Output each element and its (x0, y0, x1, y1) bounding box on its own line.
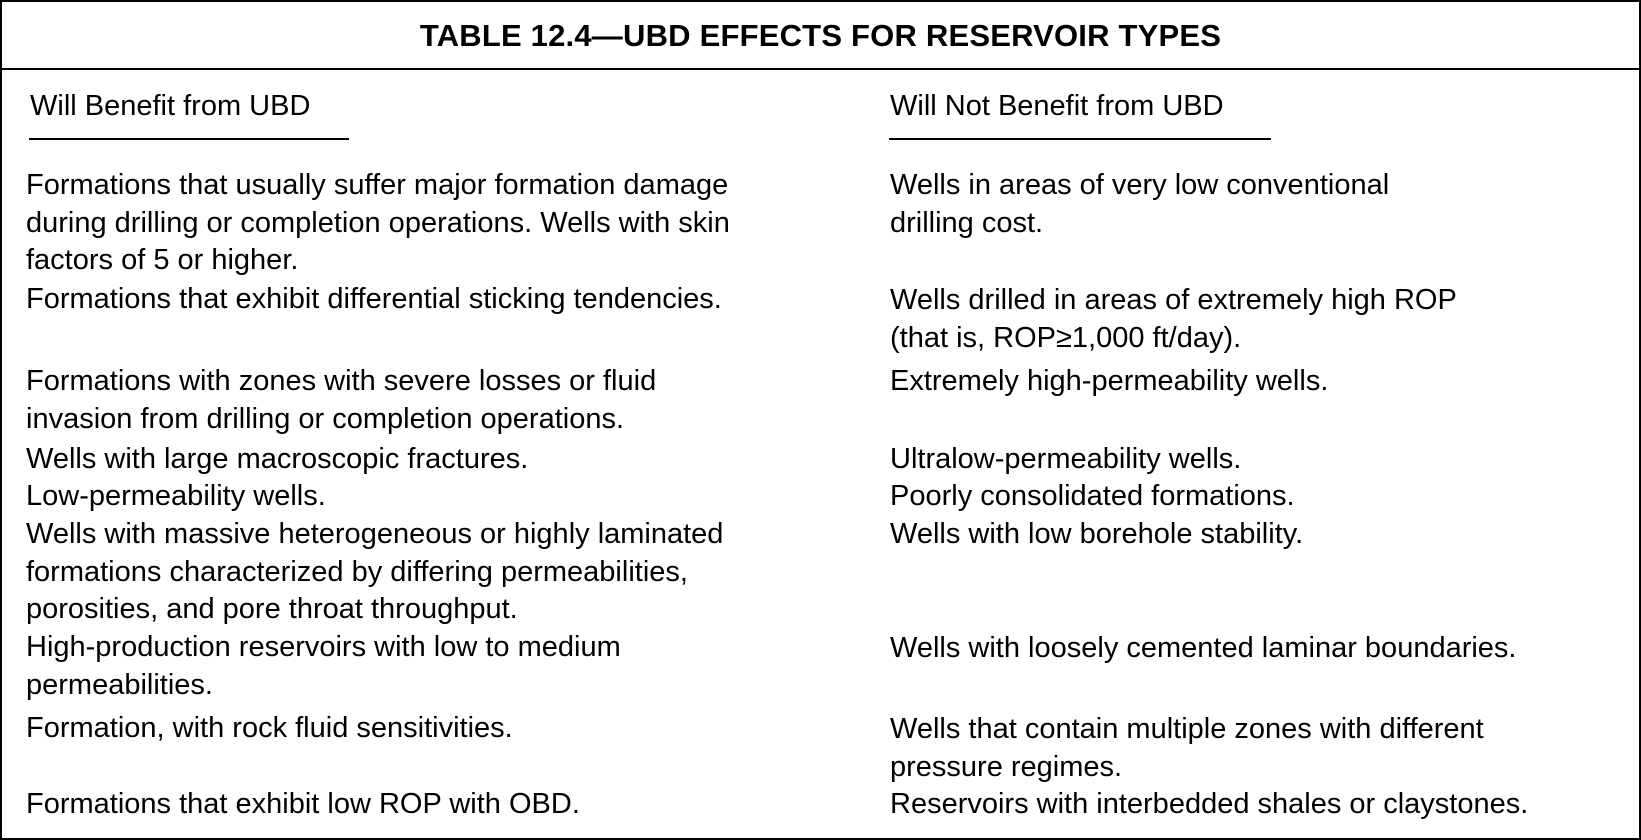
benefit-row: Low-permeability wells. (26, 480, 326, 512)
benefit-row: Formations that exhibit low ROP with OBD… (26, 788, 580, 820)
benefit-row: High-production reservoirs with low to m… (26, 631, 621, 701)
column-header-will-benefit: Will Benefit from UBD (30, 90, 311, 122)
no-benefit-row: Wells that contain multiple zones with d… (890, 713, 1484, 783)
no-benefit-row: Extremely high-permeability wells. (890, 365, 1329, 397)
table-title: TABLE 12.4—UBD EFFECTS FOR RESERVOIR TYP… (419, 18, 1222, 53)
no-benefit-row: Reservoirs with interbedded shales or cl… (890, 788, 1529, 820)
benefit-row: Wells with massive heterogeneous or high… (26, 518, 724, 625)
benefit-row: Formations that usually suffer major for… (26, 169, 730, 276)
column-header-underline (29, 138, 349, 140)
benefit-row: Formation, with rock fluid sensitivities… (26, 712, 513, 744)
benefit-row: Formations with zones with severe losses… (26, 365, 657, 435)
column-header-will-not-benefit: Will Not Benefit from UBD (890, 90, 1224, 122)
no-benefit-row: Wells with loosely cemented laminar boun… (890, 632, 1517, 664)
no-benefit-row: Wells drilled in areas of extremely high… (890, 284, 1457, 354)
no-benefit-row: Ultralow-permeability wells. (890, 443, 1242, 475)
no-benefit-row: Poorly consolidated formations. (890, 480, 1295, 512)
no-benefit-row: Wells with low borehole stability. (890, 518, 1304, 550)
column-header-underline (889, 138, 1271, 140)
no-benefit-row: Wells in areas of very low conventional … (890, 169, 1390, 239)
benefit-row: Formations that exhibit differential sti… (26, 283, 722, 315)
table-title-bar: TABLE 12.4—UBD EFFECTS FOR RESERVOIR TYP… (2, 2, 1639, 70)
benefit-row: Wells with large macroscopic fractures. (26, 443, 529, 475)
